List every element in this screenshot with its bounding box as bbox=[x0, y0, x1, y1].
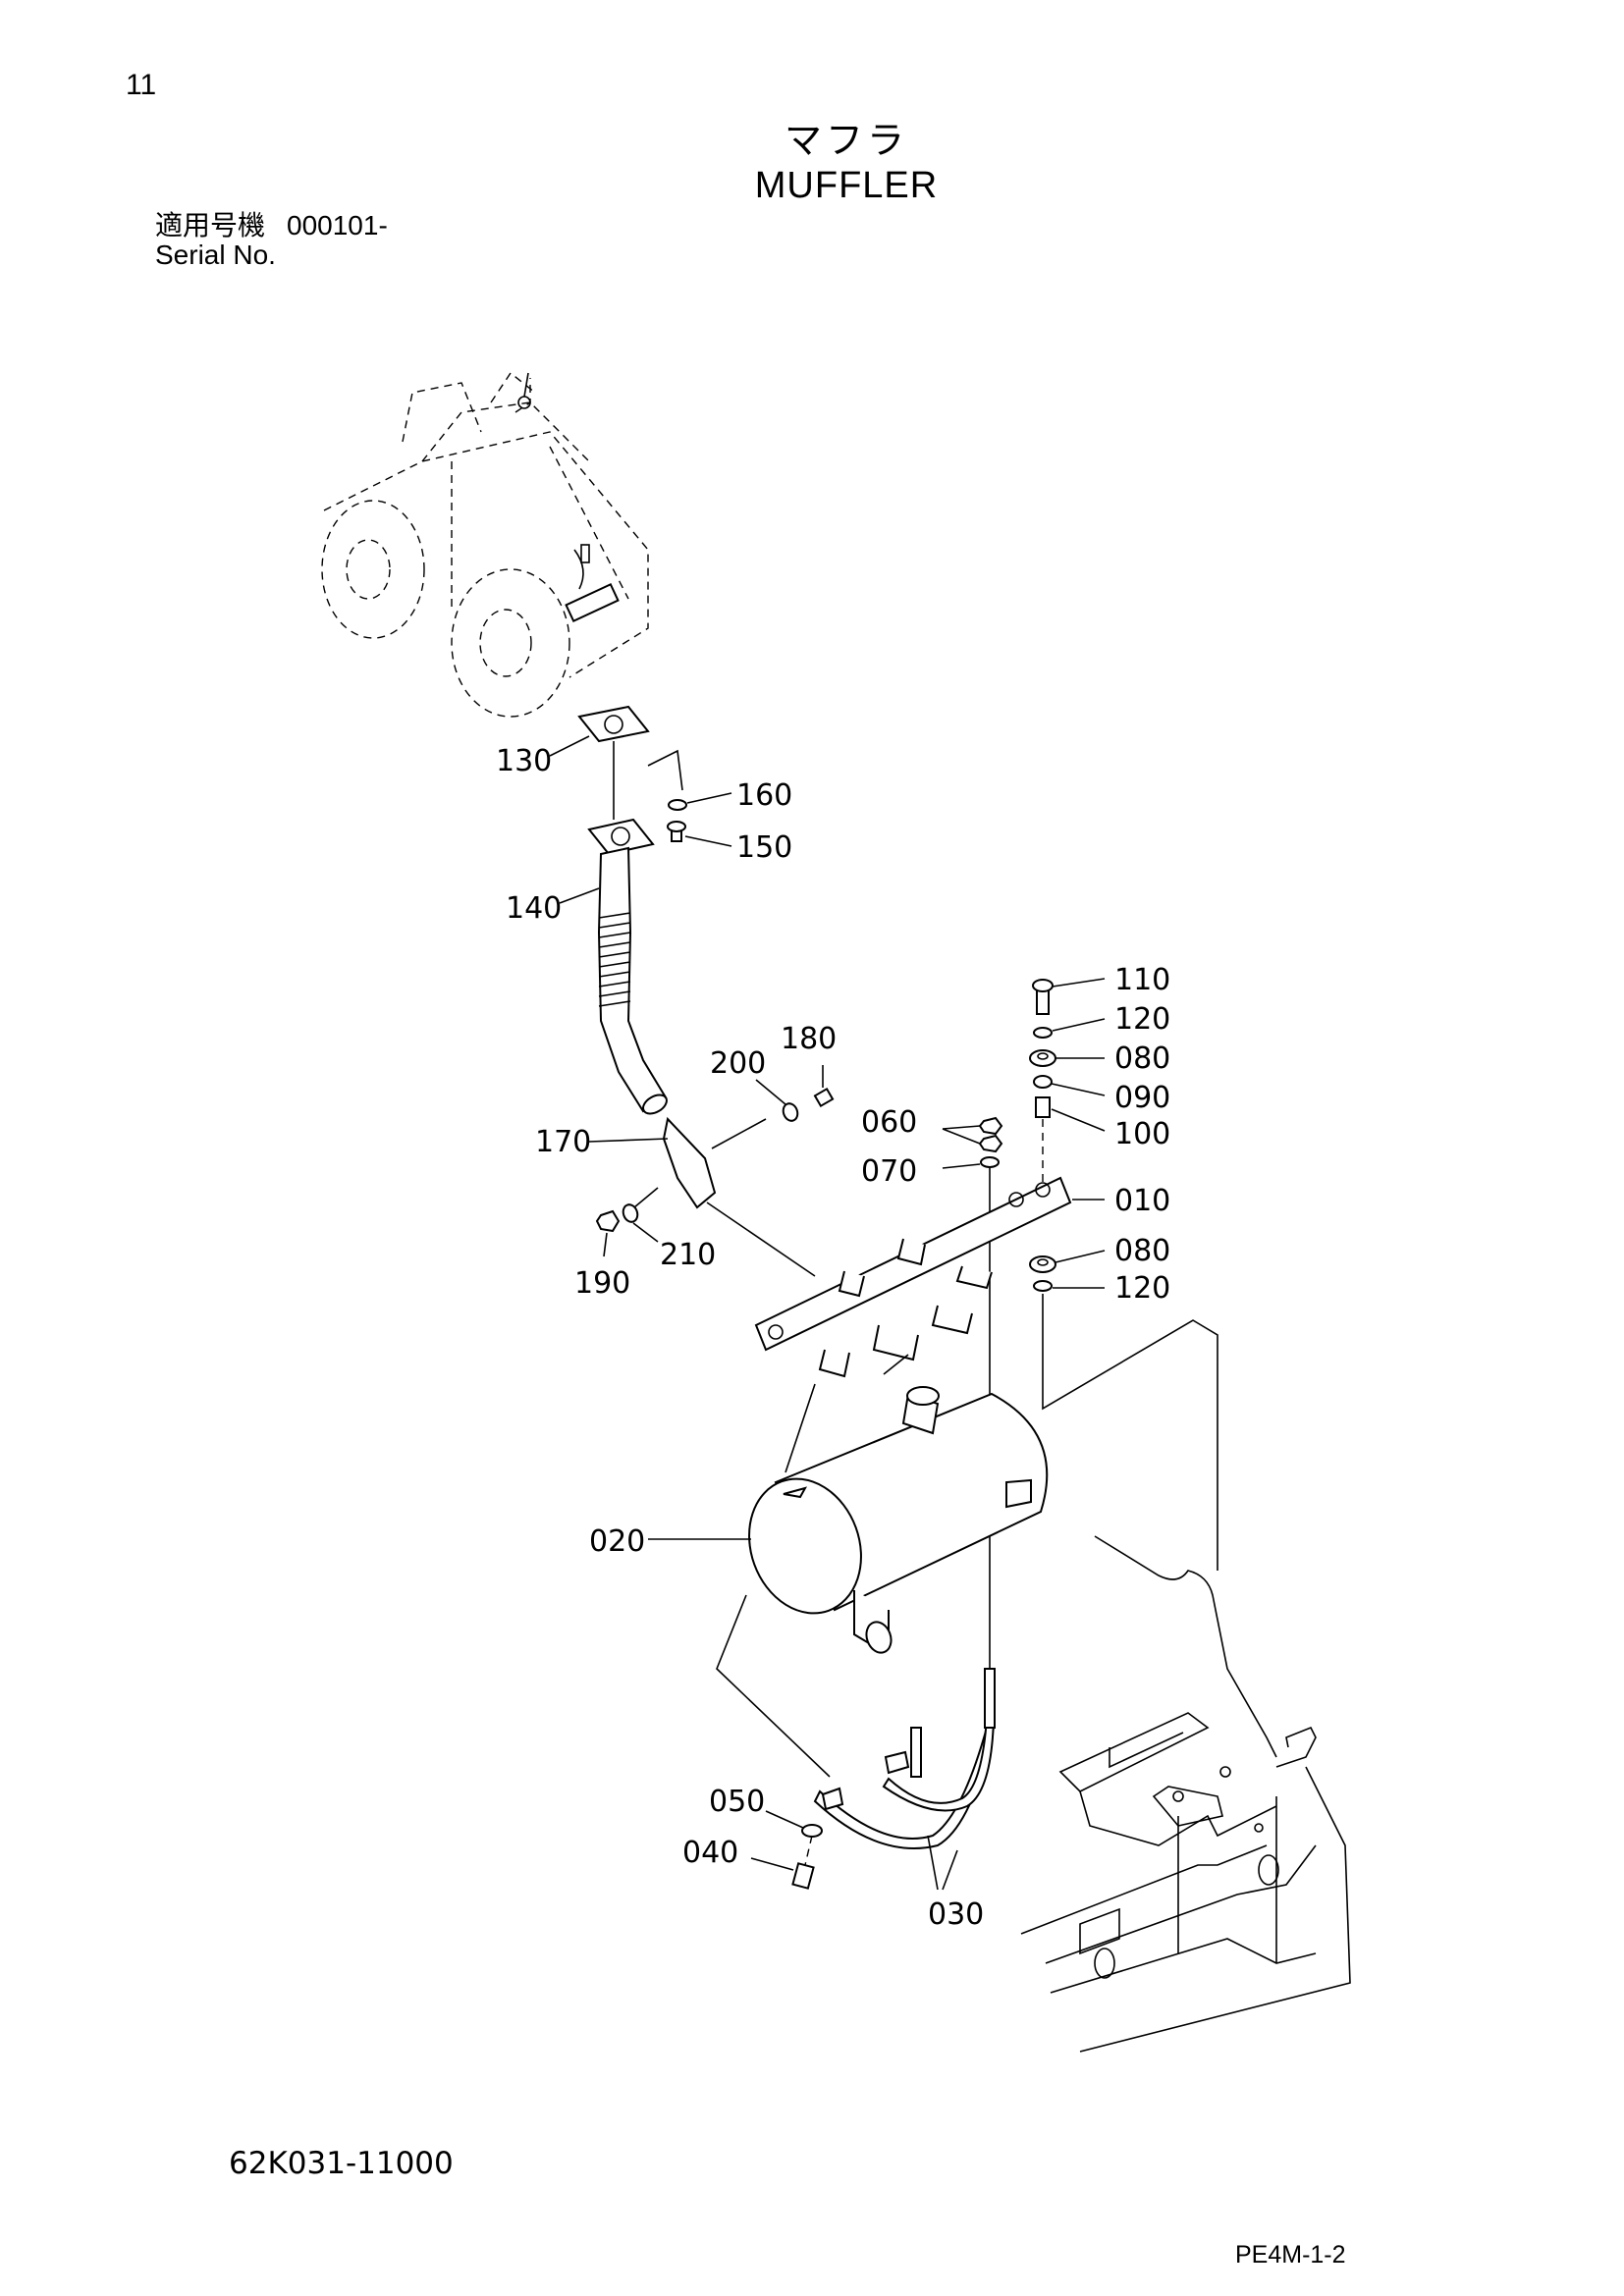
callout-100: 100 bbox=[1114, 1117, 1170, 1151]
callout-110: 110 bbox=[1114, 963, 1170, 997]
part-180-bolt: 180 bbox=[781, 1022, 837, 1108]
serial-value: 000101- bbox=[287, 210, 388, 240]
callout-210: 210 bbox=[660, 1238, 716, 1272]
part-170-clamp: 170 bbox=[535, 1116, 816, 1277]
part-020-muffler: 020 bbox=[589, 1383, 1049, 1778]
title-japanese: マフラ bbox=[784, 119, 908, 162]
document-code: 62K031-11000 bbox=[229, 2146, 454, 2181]
part-080-rubber-top: 080 bbox=[1029, 1041, 1170, 1076]
callout-040: 040 bbox=[682, 1836, 738, 1870]
callout-080-bottom: 080 bbox=[1114, 1234, 1170, 1268]
part-050-washer: 050 bbox=[709, 1785, 823, 1838]
part-140-exhaust-pipe: 140 bbox=[506, 818, 668, 1115]
serial-row-japanese: 適用号機 000101- bbox=[155, 204, 388, 243]
callout-140: 140 bbox=[506, 891, 562, 926]
part-090-rubber: 090 bbox=[1033, 1075, 1170, 1115]
callout-200: 200 bbox=[710, 1046, 766, 1081]
callout-010: 010 bbox=[1114, 1184, 1170, 1218]
callout-060: 060 bbox=[861, 1105, 917, 1140]
callout-190: 190 bbox=[574, 1266, 630, 1301]
callout-080-top: 080 bbox=[1114, 1041, 1170, 1076]
part-120-washer-top: 120 bbox=[1033, 1002, 1170, 1039]
part-200-washer: 200 bbox=[710, 1046, 799, 1122]
part-110-bolt: 110 bbox=[1032, 963, 1170, 1015]
part-040-bolt: 040 bbox=[682, 1835, 815, 1890]
vehicle-locator-sketch bbox=[321, 371, 649, 718]
callout-130: 130 bbox=[496, 744, 552, 778]
callout-070: 070 bbox=[861, 1154, 917, 1189]
part-060-nut: 060 bbox=[861, 1105, 1003, 1153]
part-210-washer: 210 bbox=[622, 1203, 716, 1272]
part-030-bands: 030 bbox=[813, 1668, 996, 1932]
callout-180: 180 bbox=[781, 1022, 837, 1056]
part-100-collar: 100 bbox=[1035, 1096, 1170, 1151]
frame-sketch bbox=[1020, 1535, 1351, 2053]
serial-label-english: Serial No. bbox=[155, 240, 276, 270]
title-english: MUFFLER bbox=[754, 165, 939, 206]
serial-label-japanese: 適用号機 bbox=[155, 209, 266, 241]
part-010-bracket: 010 bbox=[754, 1176, 1170, 1378]
callout-160: 160 bbox=[736, 778, 792, 813]
callout-030: 030 bbox=[928, 1897, 984, 1932]
part-070-washer: 070 bbox=[861, 1154, 1000, 1189]
callout-120-bottom: 120 bbox=[1114, 1271, 1170, 1306]
part-120-washer-bottom: 120 bbox=[1033, 1271, 1170, 1306]
callout-020: 020 bbox=[589, 1524, 645, 1559]
callout-170: 170 bbox=[535, 1125, 591, 1159]
page-number: 11 bbox=[126, 69, 157, 101]
callout-120-top: 120 bbox=[1114, 1002, 1170, 1037]
callout-150: 150 bbox=[736, 830, 792, 865]
part-150-bolt: 150 bbox=[667, 821, 792, 865]
sheet-code: PE4M-1-2 bbox=[1235, 2241, 1346, 2269]
part-080-rubber-bottom: 080 bbox=[1029, 1234, 1170, 1273]
callout-050: 050 bbox=[709, 1785, 765, 1819]
callout-090: 090 bbox=[1114, 1081, 1170, 1115]
part-190-nut: 190 bbox=[574, 1209, 630, 1301]
part-160-washer: 160 bbox=[668, 778, 792, 813]
part-130-gasket: 130 bbox=[496, 705, 650, 778]
